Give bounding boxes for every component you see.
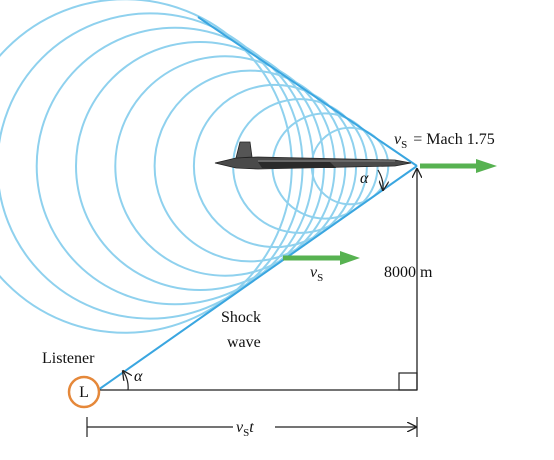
listener-marker xyxy=(67,375,101,409)
alpha-angle-arc-nose xyxy=(377,169,383,190)
velocity-arrowhead-middle xyxy=(340,251,360,265)
alpha-label-nose: α xyxy=(360,170,369,187)
altitude-label: 8000 m xyxy=(384,264,433,281)
shock-wave-lower-edge xyxy=(97,165,418,391)
alpha-label-listener: α xyxy=(134,368,143,385)
distance-label: vSt xyxy=(236,419,254,439)
velocity-arrowhead-front xyxy=(476,159,497,173)
alpha-angle-arc-listener xyxy=(123,371,128,391)
shock-wave-label-line2: wave xyxy=(227,334,261,351)
listener-label: Listener xyxy=(42,350,95,367)
velocity-label-top: vS= Mach 1.75 xyxy=(394,131,495,151)
velocity-label-middle: vS xyxy=(310,264,323,284)
supersonic-jet-icon xyxy=(214,141,412,170)
right-angle-marker xyxy=(398,372,418,391)
shock-wave-label-line1: Shock xyxy=(221,309,261,326)
shock-wave-upper-edge xyxy=(197,16,418,167)
listener-marker-label: L xyxy=(79,384,89,401)
